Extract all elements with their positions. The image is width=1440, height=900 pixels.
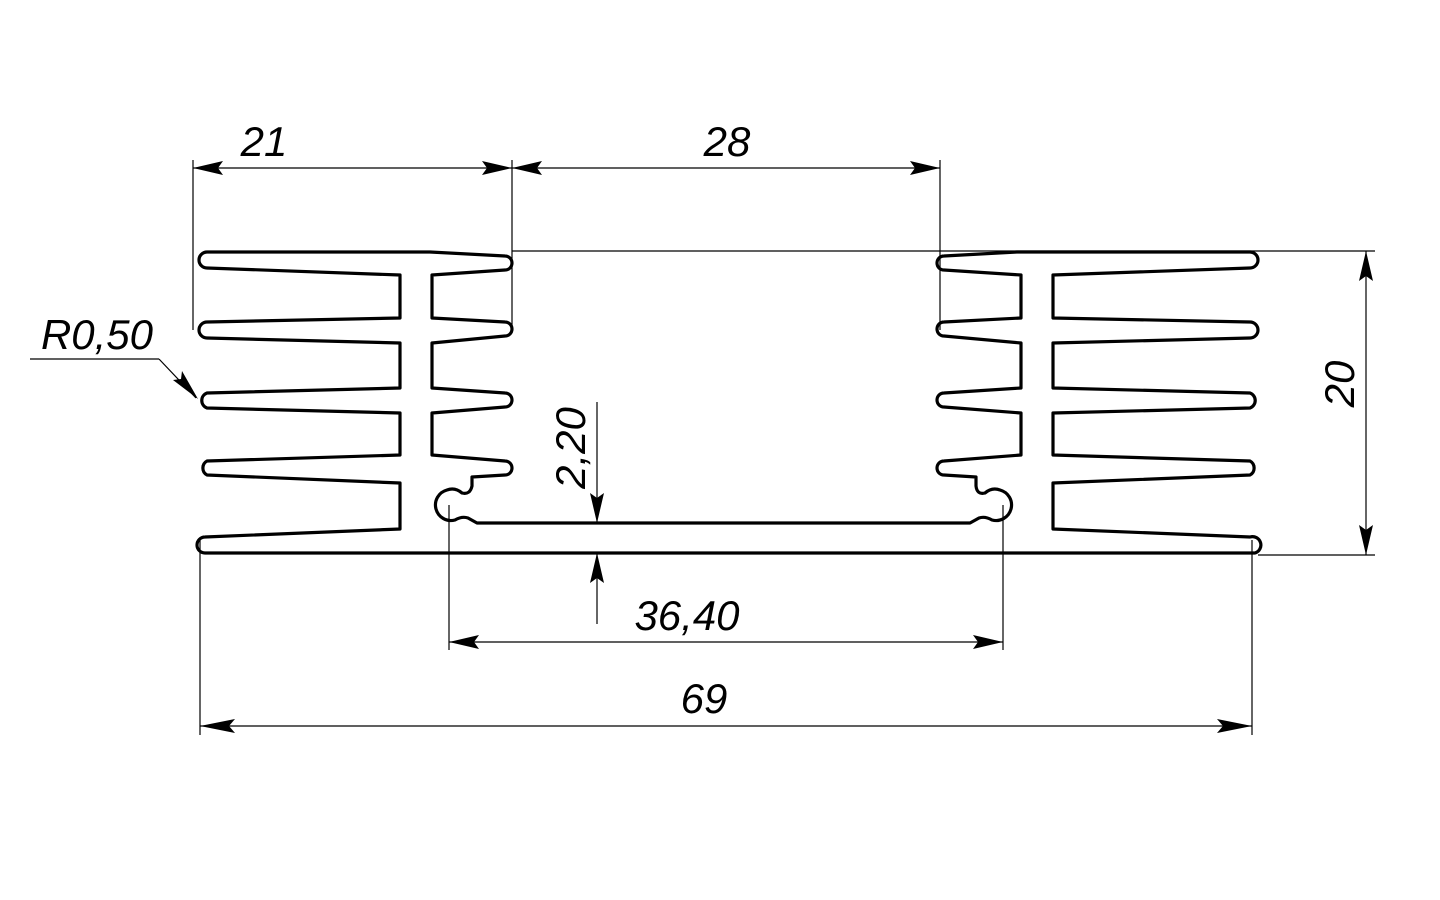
arrowhead-icon [193,161,223,175]
arrowhead-icon [910,161,940,175]
dim-label-2-20: 2,20 [547,406,594,489]
arrowhead-icon [590,553,604,583]
profile-left-half [195,250,1263,555]
arrowhead-icon [1217,719,1252,733]
arrowhead-icon [1359,525,1373,555]
dimension-28: 28 [512,118,940,175]
dimension-36-40: 36,40 [449,592,1003,649]
dim-label-36-40: 36,40 [634,592,740,639]
dimension-2-20: 2,20 [547,402,604,624]
arrowhead-icon [482,161,512,175]
dimension-69: 69 [200,675,1252,733]
arrowhead-icon [1359,251,1373,281]
arrowhead-icon [449,635,479,649]
dim-label-radius: R0,50 [41,311,154,358]
arrowhead-icon [200,719,235,733]
dim-label-28: 28 [703,118,751,165]
dim-label-21: 21 [240,118,288,165]
arrowhead-icon [590,493,604,523]
radius-leader: R0,50 [30,311,198,399]
dimension-21: 21 [193,118,512,175]
arrowhead-icon [973,635,1003,649]
arrowhead-icon [512,161,542,175]
arrowhead-icon [173,371,198,399]
heatsink-profile [195,250,1263,555]
extension-lines [192,160,1375,735]
dim-label-20: 20 [1316,360,1363,408]
dim-label-69: 69 [681,675,728,722]
dimension-20: 20 [1316,251,1373,555]
